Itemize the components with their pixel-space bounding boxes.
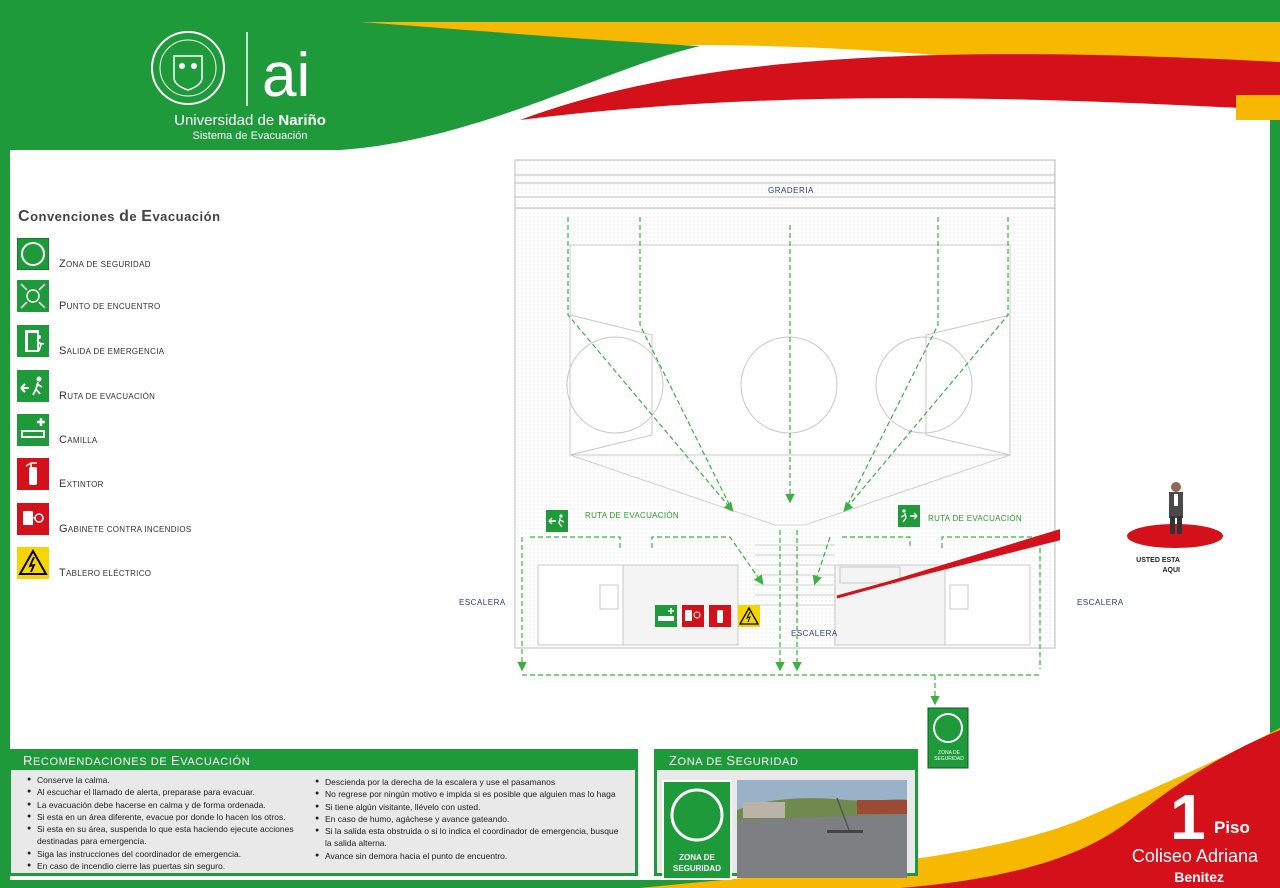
legend-item-stretcher: Camilla <box>17 414 297 450</box>
legend-item-fire-cabinet: Gabinete contra incendios <box>17 503 297 539</box>
recommendation-item: No regrese por ningún motivo e impida si… <box>315 788 625 801</box>
plan-stretcher-icon <box>655 605 677 627</box>
legend-title: Convenciones de Evacuación <box>18 208 221 225</box>
legend-item-emergency-exit: Salida de emergencia <box>17 325 297 361</box>
safety-zone-icon <box>670 788 724 842</box>
safety-zone-title: ZONA DE SEGURIDAD <box>657 752 915 770</box>
legend-item-electrical-panel: Tablero eléctrico <box>17 547 297 583</box>
safety-zone-photo <box>737 780 907 878</box>
recommendation-item: Si esta en su área, suspenda lo que esta… <box>27 823 317 848</box>
evacuation-route-icon <box>17 370 49 402</box>
floor-label: Piso <box>1214 818 1250 837</box>
building-name-line1: Coliseo Adriana <box>1131 846 1258 866</box>
graderia-label: GRADERIA <box>768 186 814 195</box>
floor-plan <box>514 159 1060 769</box>
university-name: Universidad de Nariño <box>174 112 326 129</box>
plan-electrical-panel-icon <box>738 605 760 627</box>
stairs-right-label: ESCALERA <box>1077 598 1124 607</box>
recommendations-left: Conserve la calma. Al escuchar el llamad… <box>27 774 317 873</box>
university-logo: ai <box>151 31 310 110</box>
recommendation-item: Al escuchar el llamado de alerta, prepar… <box>27 786 317 799</box>
stretcher-icon <box>17 414 49 446</box>
recommendation-item: Si tiene algún visitante, llévelo con us… <box>315 801 625 814</box>
recommendation-item: En caso de humo, agáchese y avance gatea… <box>315 813 625 826</box>
recommendation-item: La evacuación debe hacerse en calma y de… <box>27 799 317 812</box>
route-label-right: RUTA DE EVACUACIÓN <box>928 514 1023 523</box>
building-name-line2: Benitez <box>1174 869 1224 885</box>
recommendations-panel: RECOMENDACIONES DE EVACUACIÓN Conserve l… <box>8 749 638 876</box>
floor-number: 1 <box>1170 781 1206 853</box>
recommendation-item: Avance sin demora hacia el punto de encu… <box>315 850 625 863</box>
plan-fire-cabinet-icon <box>682 605 704 627</box>
route-sign-right <box>898 505 920 527</box>
route-label-left: RUTA DE EVACUACIÓN <box>585 511 680 520</box>
stairs-center-label: ESCALERA <box>791 629 838 638</box>
recommendations-right: Descienda por la derecha de la escalera … <box>315 776 625 862</box>
legend-item-meeting-point: Punto de encuentro <box>17 280 297 316</box>
electrical-panel-icon <box>17 547 49 579</box>
recommendation-item: Si esta en un área diferente, evacue por… <box>27 811 317 824</box>
stairs-left-label: ESCALERA <box>459 598 506 607</box>
plan-extinguisher-icon <box>709 605 731 627</box>
legend-item-safety-zone: Zona de seguridad <box>17 238 297 274</box>
recommendation-item: Descienda por la derecha de la escalera … <box>315 776 625 789</box>
logo-ai-text: ai <box>262 41 310 110</box>
legend-item-evacuation-route: Ruta de evacuación <box>17 370 297 406</box>
recommendations-title: RECOMENDACIONES DE EVACUACIÓN <box>11 752 635 770</box>
emergency-exit-icon <box>17 325 49 357</box>
legend-item-extinguisher: Extintor <box>17 458 297 494</box>
extinguisher-icon <box>17 458 49 490</box>
system-name: Sistema de Evacuación <box>192 130 308 142</box>
recommendation-item: En caso de incendio cierre las puertas s… <box>27 860 317 873</box>
recommendation-item: Siga las instrucciones del coordinador d… <box>27 848 317 861</box>
meeting-point-icon <box>17 280 49 312</box>
route-sign-left <box>546 510 568 532</box>
plan-safety-zone-sign <box>927 707 969 769</box>
fire-cabinet-icon <box>17 503 49 535</box>
you-are-here-marker <box>1127 482 1223 548</box>
recommendation-item: Si la salida esta obstruida o si lo indi… <box>315 825 625 850</box>
safety-zone-icon <box>17 238 49 270</box>
recommendation-item: Conserve la calma. <box>27 774 317 787</box>
